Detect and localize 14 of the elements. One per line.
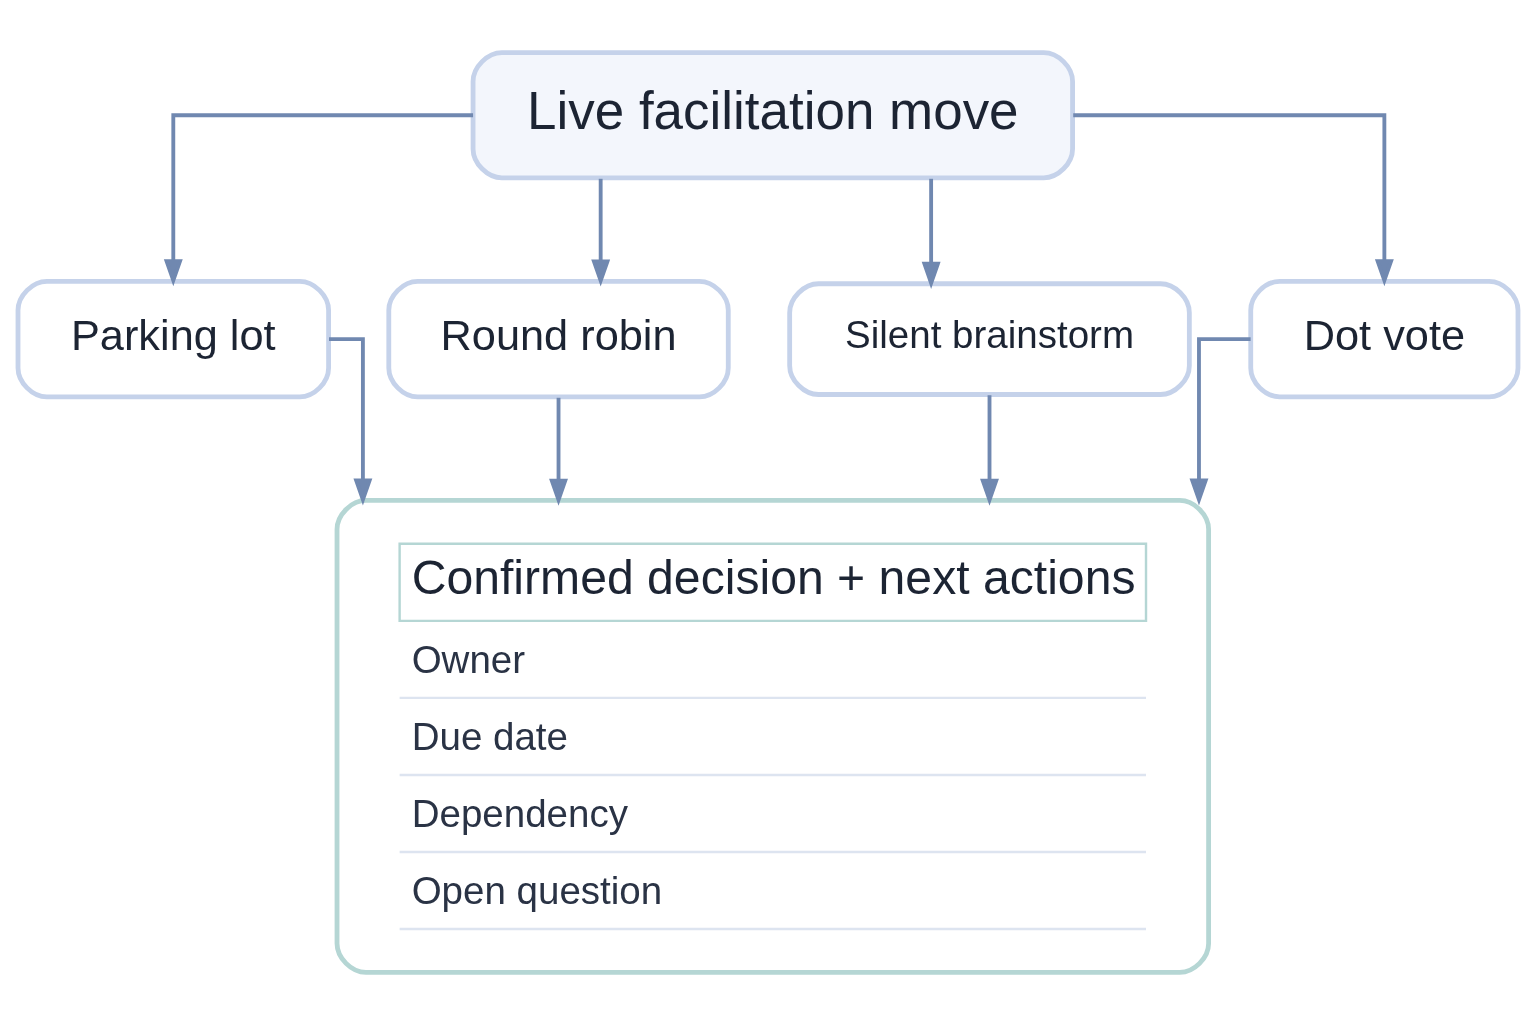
arrow xyxy=(980,394,999,506)
node-box: Round robin xyxy=(386,278,731,399)
arrow xyxy=(1073,112,1394,286)
arrow xyxy=(921,178,941,289)
node-box: Silent brainstorm xyxy=(787,280,1192,397)
arrow xyxy=(329,336,373,505)
node-box: Confirmed decision + next actions Owner Due date Dependency Open question xyxy=(334,497,1211,975)
arrow xyxy=(163,112,474,286)
node-box: Dot vote xyxy=(1248,278,1521,399)
node-box: Live facilitation move xyxy=(470,49,1075,180)
arrow xyxy=(549,397,568,506)
arrow xyxy=(1189,336,1251,505)
arrow xyxy=(591,178,611,287)
node-box: Parking lot xyxy=(15,278,331,399)
